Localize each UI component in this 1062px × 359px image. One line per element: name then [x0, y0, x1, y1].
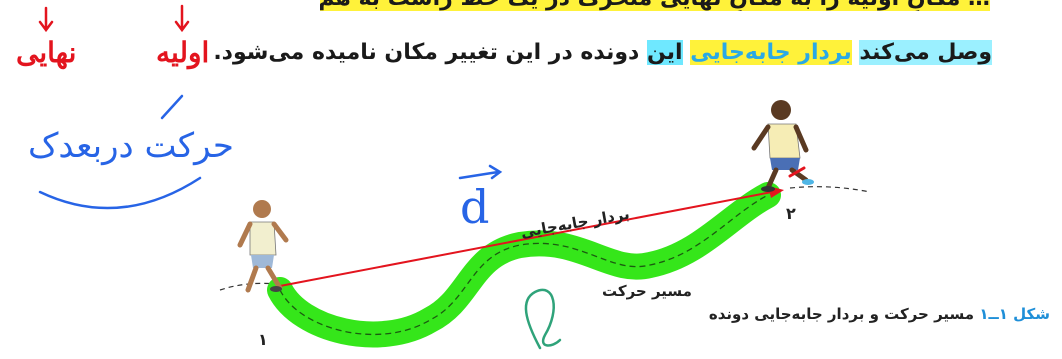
red-ink-arrow-left [38, 6, 54, 33]
caption-number: شکل ۱ــ۱ [979, 305, 1050, 323]
caption-text: مسیر حرکت و بردار جابه‌جایی دونده [708, 305, 975, 323]
figure-caption: شکل ۱ــ۱ مسیر حرکت و بردار جابه‌جایی دون… [690, 305, 1050, 323]
vector-d-arrow [458, 164, 503, 180]
top-text-line: … مکانِ اولیه را به مکانِ نهایی متحرک در… [320, 0, 990, 11]
handwritten-initial: اولیه [156, 36, 210, 69]
handwritten-motion-note: حرکت دربعدک [28, 126, 234, 166]
motion-path-label: مسیر حرکت [602, 282, 692, 300]
handwritten-vector-d: d [460, 180, 490, 234]
path-l-mark [524, 288, 562, 350]
runner-end [751, 100, 814, 192]
body-text-part4: دونده در این تغییر مکان نامیده می‌شود. [213, 40, 640, 65]
end-point-number: ۲ [786, 204, 796, 223]
body-term-displacement: بردار جابه‌جایی [690, 40, 852, 65]
handwritten-final: نهایی [16, 36, 77, 69]
body-text-part3: این [646, 40, 683, 65]
blue-ink-underline [38, 176, 202, 210]
body-text-line: وصل می‌کند بردار جابه‌جایی این دونده در … [213, 36, 992, 70]
displacement-vector [279, 191, 773, 287]
motion-path-dashed [279, 194, 769, 336]
ground-dashes-right [789, 186, 871, 193]
red-pen-tick [788, 166, 806, 178]
red-ink-arrow-right [174, 4, 190, 33]
start-point-number: ۱ [258, 330, 268, 349]
top-text-fragment: … مکانِ اولیه را به مکانِ نهایی متحرک در… [320, 0, 990, 11]
runner-start [237, 200, 289, 293]
blue-ink-slash [160, 94, 184, 120]
body-text-part1: وصل می‌کند [859, 40, 992, 65]
